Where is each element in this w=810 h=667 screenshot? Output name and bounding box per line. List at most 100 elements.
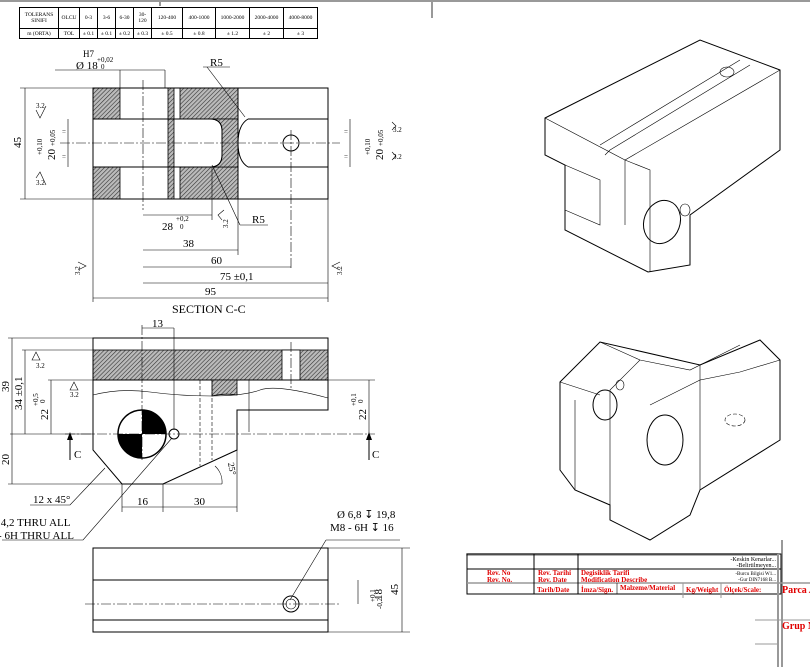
zone-label: 3 bbox=[545, 0, 550, 2]
tol-label-cell: TOL bbox=[58, 28, 80, 39]
tol-cell: ± 0.1 bbox=[79, 28, 98, 39]
section-title: SECTION C-C bbox=[172, 302, 246, 316]
dim-22-right-tol-upper: +0,1 bbox=[350, 393, 358, 406]
svg-text:3.2: 3.2 bbox=[393, 153, 402, 161]
range-cell: 2000-4000 bbox=[249, 7, 284, 29]
rev-no-label: Rev. No bbox=[487, 569, 511, 577]
range-cell: 400-1000 bbox=[182, 7, 216, 29]
change-label: Degisiklik Tarifi bbox=[581, 569, 629, 577]
radius-bottom-dim: R5 bbox=[252, 214, 265, 226]
tol-cell: ± 2 bbox=[249, 28, 284, 39]
range-cell: 4000-8000 bbox=[283, 7, 318, 29]
title-block: Rev. No Rev. No. Rev. Tarihi Rev. Date D… bbox=[466, 553, 810, 667]
isometric-view-top bbox=[544, 39, 781, 273]
range-cell: 6-30 bbox=[115, 7, 134, 29]
hole-note-1: Ø 4,2 THRU ALL bbox=[0, 517, 71, 529]
dim-34: 34 ±0,1 bbox=[13, 376, 25, 410]
dim-39: 39 bbox=[0, 381, 12, 393]
rev-no-label-en: Rev. No. bbox=[487, 576, 512, 584]
hole-callout-1: Ø 6,8 ↧ 19,8 bbox=[337, 509, 396, 521]
dim-28: 28 bbox=[162, 221, 174, 233]
sign-label: İmza/Sign. bbox=[581, 586, 613, 594]
dim-18-tol-lower: -0,2 bbox=[376, 597, 384, 609]
roughness-symbol: 3.2 3.2 3.2 3.2 3.2 3.2 3.2 bbox=[35, 102, 402, 275]
svg-text:3.2: 3.2 bbox=[36, 362, 45, 370]
dim-22-right-tol-lower: 0 bbox=[357, 399, 365, 403]
hole-callout-2: M8 - 6H ↧ 16 bbox=[330, 522, 394, 534]
dim-75: 75 ±0,1 bbox=[220, 271, 254, 283]
section-c-c-view: Ø 18 H7 +0,02 0 R5 R5 45 20 +0,10 +0,05 … bbox=[12, 49, 402, 316]
group-label: Grup No bbox=[782, 621, 810, 632]
dim-22-left-tol-upper: +0,5 bbox=[32, 393, 40, 406]
dim-28-tol-lower: 0 bbox=[180, 223, 184, 231]
zone-label: 2 bbox=[112, 0, 117, 2]
dim-18: 18 bbox=[373, 589, 385, 601]
scale-label: Ölçek/Scale: bbox=[724, 586, 761, 594]
bottom-view: 45 18 +0,1 -0,2 bbox=[85, 547, 410, 633]
svg-text:3.2: 3.2 bbox=[36, 102, 45, 110]
date-label: Tarih/Date bbox=[537, 586, 569, 594]
weight-label: Kg/Weight bbox=[686, 586, 719, 594]
hole-note-2: M5 - 6H THRU ALL bbox=[0, 530, 74, 542]
dim-60: 60 bbox=[211, 255, 223, 267]
range-cell: 0-3 bbox=[79, 7, 98, 29]
small-note-1: -Burcu Bilgisi W1... bbox=[735, 572, 776, 577]
olcu-header: OLCU bbox=[58, 7, 80, 29]
dim-38: 38 bbox=[183, 238, 195, 250]
svg-text:3.2: 3.2 bbox=[393, 126, 402, 134]
front-view: 13 39 34 ±0,1 22 +0,5 0 22 +0,1 0 20 12 … bbox=[0, 318, 400, 601]
bore-diameter-dim: Ø 18 bbox=[76, 60, 98, 72]
dim-22-left-tol-lower: 0 bbox=[39, 399, 47, 403]
chamfer-dim: 12 x 45° bbox=[33, 494, 70, 506]
equal-mark: = bbox=[344, 128, 348, 136]
dim-22-right: 22 bbox=[357, 409, 369, 420]
slot-tol-lower: +0,05 bbox=[49, 129, 57, 146]
svg-text:3.2: 3.2 bbox=[36, 179, 45, 187]
small-note-2: -Gur DIN7168 B... bbox=[738, 578, 776, 583]
tol-cell: ± 0.5 bbox=[151, 28, 183, 39]
change-label-en: Modification Describe bbox=[581, 576, 647, 584]
equal-mark: = bbox=[62, 128, 66, 136]
angle-dim: 25° bbox=[226, 462, 238, 477]
svg-text:C: C bbox=[372, 449, 379, 461]
svg-text:C: C bbox=[74, 449, 81, 461]
slot-tol-lower-right: +0,05 bbox=[377, 129, 385, 146]
dim-30: 30 bbox=[194, 496, 206, 508]
isometric-view-bottom bbox=[559, 339, 781, 541]
section-marker-right: C bbox=[366, 432, 379, 461]
material-label: Malzeme/Material bbox=[620, 584, 675, 592]
notes-1: -Keskin Kenarlar... bbox=[730, 557, 776, 563]
roughness-symbol: 3.2 3.2 bbox=[31, 351, 79, 399]
tol-cell: ± 0.8 bbox=[182, 28, 216, 39]
slot-width-dim: 20 bbox=[46, 149, 58, 161]
range-cell: 1000-2000 bbox=[215, 7, 250, 29]
dim-45: 45 bbox=[389, 584, 401, 596]
equal-mark: = bbox=[344, 153, 348, 161]
dim-16: 16 bbox=[137, 496, 149, 508]
slot-width-dim-right: 20 bbox=[374, 149, 386, 161]
bore-tol-lower: 0 bbox=[101, 63, 105, 71]
tol-cell: ± 0.3 bbox=[133, 28, 152, 39]
notes-2: -Belirtilmeyen... bbox=[737, 563, 777, 569]
bore-tol-upper: +0,02 bbox=[97, 56, 114, 64]
dim-95: 95 bbox=[205, 286, 217, 298]
range-cell: 3-6 bbox=[97, 7, 116, 29]
dim-22-left: 22 bbox=[39, 409, 51, 420]
slot-tol-upper-right: +0,10 bbox=[364, 138, 372, 155]
range-cell: 120-400 bbox=[151, 7, 183, 29]
svg-text:3.2: 3.2 bbox=[74, 266, 82, 275]
equal-mark: = bbox=[62, 153, 66, 161]
bore-fit: H7 bbox=[83, 49, 94, 59]
radius-top-dim: R5 bbox=[210, 57, 223, 69]
dim-20: 20 bbox=[0, 454, 12, 466]
class-cell: m (ORTA) bbox=[19, 28, 59, 39]
slot-tol-upper: +0,10 bbox=[36, 138, 44, 155]
tol-cell: ± 0.1 bbox=[97, 28, 116, 39]
dim-13: 13 bbox=[152, 318, 164, 330]
part-name-label: Parca Ad bbox=[782, 585, 810, 596]
range-cell: 30-120 bbox=[133, 7, 152, 29]
